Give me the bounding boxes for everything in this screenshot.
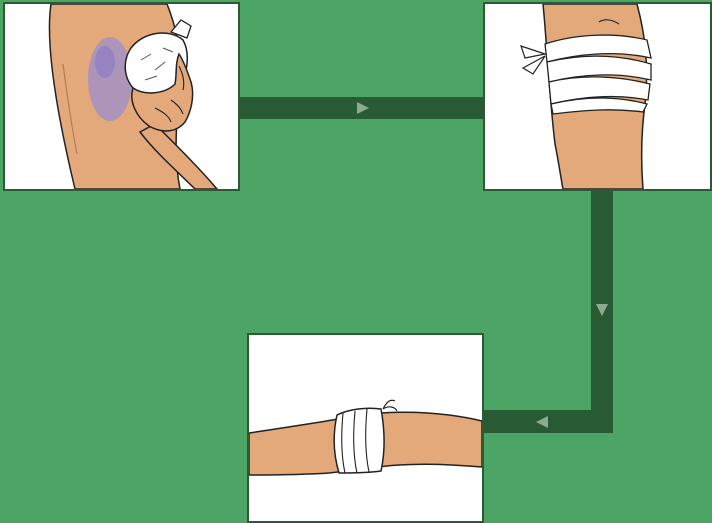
step-3-panel: [247, 333, 484, 523]
knee-bandage: [333, 407, 385, 474]
bandage-knot: [382, 399, 398, 412]
knee-bandage-icon: [249, 399, 482, 476]
bruise-core: [95, 46, 115, 78]
forearm: [138, 123, 218, 189]
step-1-panel: [3, 2, 240, 191]
ice-pack-hand-icon: [48, 4, 218, 189]
bandage-wrap-1: [544, 34, 652, 63]
arrow-down-icon: [596, 304, 608, 316]
hand: [131, 52, 194, 132]
bandage-wrap-4: [550, 97, 648, 115]
step-2-panel: [483, 2, 712, 191]
ice-bag-knot: [169, 19, 192, 39]
ice-cubes: [140, 47, 174, 81]
arrow-right-icon: [357, 102, 369, 114]
connector-2-to-3: [484, 191, 613, 433]
bandage-tie: [520, 45, 548, 75]
finger-lines: [154, 65, 185, 123]
bandage-folds: [341, 408, 370, 474]
arrow-left-icon: [536, 416, 548, 428]
arm-crease: [598, 19, 620, 25]
arm-bandage-icon: [520, 4, 652, 189]
thigh-crease: [62, 63, 78, 155]
